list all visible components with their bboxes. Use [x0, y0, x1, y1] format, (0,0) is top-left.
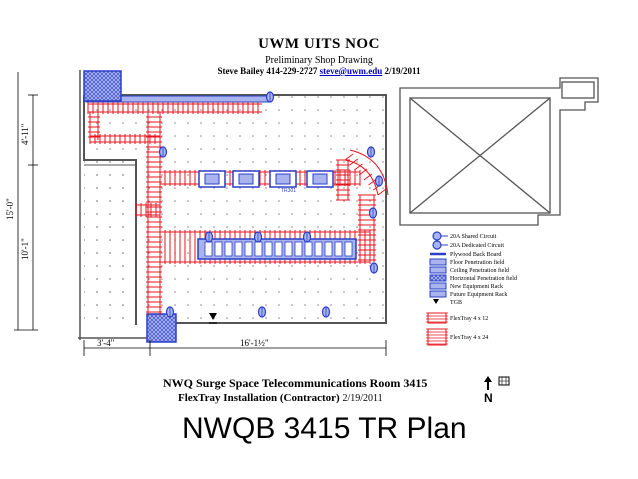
ceiling-penetration-icon — [429, 266, 447, 274]
legend-label: 20A Shared Circuit — [450, 234, 497, 240]
slide-title: NWQB 3415 TR Plan — [182, 412, 467, 445]
caption-date: 2/19/2011 — [342, 393, 383, 404]
dim-left-upper: 4'-11" — [20, 123, 30, 145]
contact-name: Steve Bailey 414-229-2727 — [217, 66, 318, 76]
equipment-rack — [232, 170, 260, 188]
legend-item: FlexTray 4 x 24 — [426, 328, 488, 346]
header-title: UWM UITS NOC — [258, 36, 380, 52]
flextray-segment — [87, 102, 262, 114]
dimensions — [14, 72, 387, 356]
legend-label: Floor Penetration field — [450, 259, 504, 266]
floor-penetration-icon — [429, 258, 447, 266]
header-subtitle: Preliminary Shop Drawing — [265, 55, 373, 66]
caption-subtitle: FlexTray Installation (Contractor) 2/19/… — [178, 392, 383, 404]
circuit-outlet-icon — [321, 306, 331, 318]
dim-left-lower: 10'-1" — [20, 238, 30, 260]
rack-row-lower — [197, 238, 357, 260]
adjacent-room — [399, 77, 599, 226]
circuit-dedicated-icon — [432, 240, 448, 250]
legend-item: New Equipment Rack — [429, 282, 503, 290]
circuit-outlet-icon — [265, 91, 275, 103]
legend-item: 20A Dedicated Circuit — [432, 240, 504, 250]
caption-title: NWQ Surge Space Telecommunications Room … — [163, 376, 428, 390]
legend-label: FlexTray 4 x 12 — [450, 316, 488, 322]
legend-label: Plywood Back Board — [450, 252, 501, 258]
legend-label: Horizontal Penetration field — [450, 275, 517, 282]
circuit-outlet-icon — [302, 231, 312, 243]
legend-item: 20A Shared Circuit — [432, 231, 497, 241]
circuit-outlet-icon — [165, 306, 175, 318]
circuit-outlet-icon — [204, 231, 214, 243]
room-walls — [78, 70, 387, 340]
room-label: TR301 — [281, 188, 296, 194]
contact-email[interactable]: steve@uwm.edu — [319, 66, 383, 76]
legend-label: Future Equipment Rack — [450, 292, 507, 298]
legend-item: Horizontal Penetration field — [429, 274, 517, 282]
flextray-curve — [344, 149, 389, 196]
legend-item: Ceiling Penetration field — [429, 266, 509, 274]
legend-item: Floor Penetration field — [429, 258, 504, 266]
legend-label: Ceiling Penetration field — [450, 267, 509, 274]
circuit-outlet-icon — [158, 146, 168, 158]
new-rack-icon — [429, 282, 447, 290]
header-contact: Steve Bailey 414-229-2727 steve@uwm.edu … — [0, 66, 638, 76]
circuit-shared-icon — [432, 231, 448, 241]
flextray-segment — [336, 159, 350, 201]
legend-label: New Equipment Rack — [450, 284, 503, 290]
horizontal-penetration-icon — [429, 274, 447, 282]
circuit-outlet-icon — [257, 306, 267, 318]
flextray-24-icon — [426, 328, 448, 346]
circuit-outlet-icon — [368, 207, 378, 219]
legend: 20A Shared Circuit 20A Dedicated CircuitP… — [426, 231, 517, 346]
dim-bottom-left: 3'-4" — [97, 338, 115, 348]
circuit-outlet-icon — [366, 146, 376, 158]
equipment-rack — [269, 170, 297, 188]
circuit-outlet-icon — [253, 231, 263, 243]
tgb-marker — [209, 313, 217, 320]
circuit-outlet-icon — [374, 175, 384, 187]
contact-date: 2/19/2011 — [384, 66, 421, 76]
legend-label: 20A Dedicated Circuit — [450, 243, 504, 249]
dim-bottom-right: 16'-1½" — [240, 338, 269, 348]
circuit-outlet-icon — [369, 262, 379, 274]
legend-item: FlexTray 4 x 12 — [426, 312, 488, 324]
flextray-segment — [135, 203, 160, 217]
equipment-racks — [197, 170, 357, 260]
tgb-icon — [433, 299, 439, 304]
legend-item: TGB — [433, 299, 462, 306]
caption-subtitle-text: FlexTray Installation (Contractor) — [178, 392, 340, 404]
north-label: N — [484, 391, 493, 404]
equipment-rack — [306, 170, 334, 188]
flextray-12-icon — [426, 312, 448, 324]
legend-label: FlexTray 4 x 24 — [450, 335, 488, 341]
flextray-segment — [146, 111, 162, 315]
dim-left-total: 15'-0" — [5, 198, 15, 220]
north-arrow-icon: N — [484, 376, 510, 404]
equipment-rack — [198, 170, 226, 188]
circuit-outlets — [158, 91, 384, 318]
legend-label: TGB — [450, 300, 462, 306]
penetration-field-bottom — [146, 313, 177, 343]
legend-item: Plywood Back Board — [430, 252, 501, 258]
future-rack-icon — [429, 290, 447, 298]
legend-item: Future Equipment Rack — [429, 290, 507, 298]
penetration-field-top — [83, 70, 122, 102]
